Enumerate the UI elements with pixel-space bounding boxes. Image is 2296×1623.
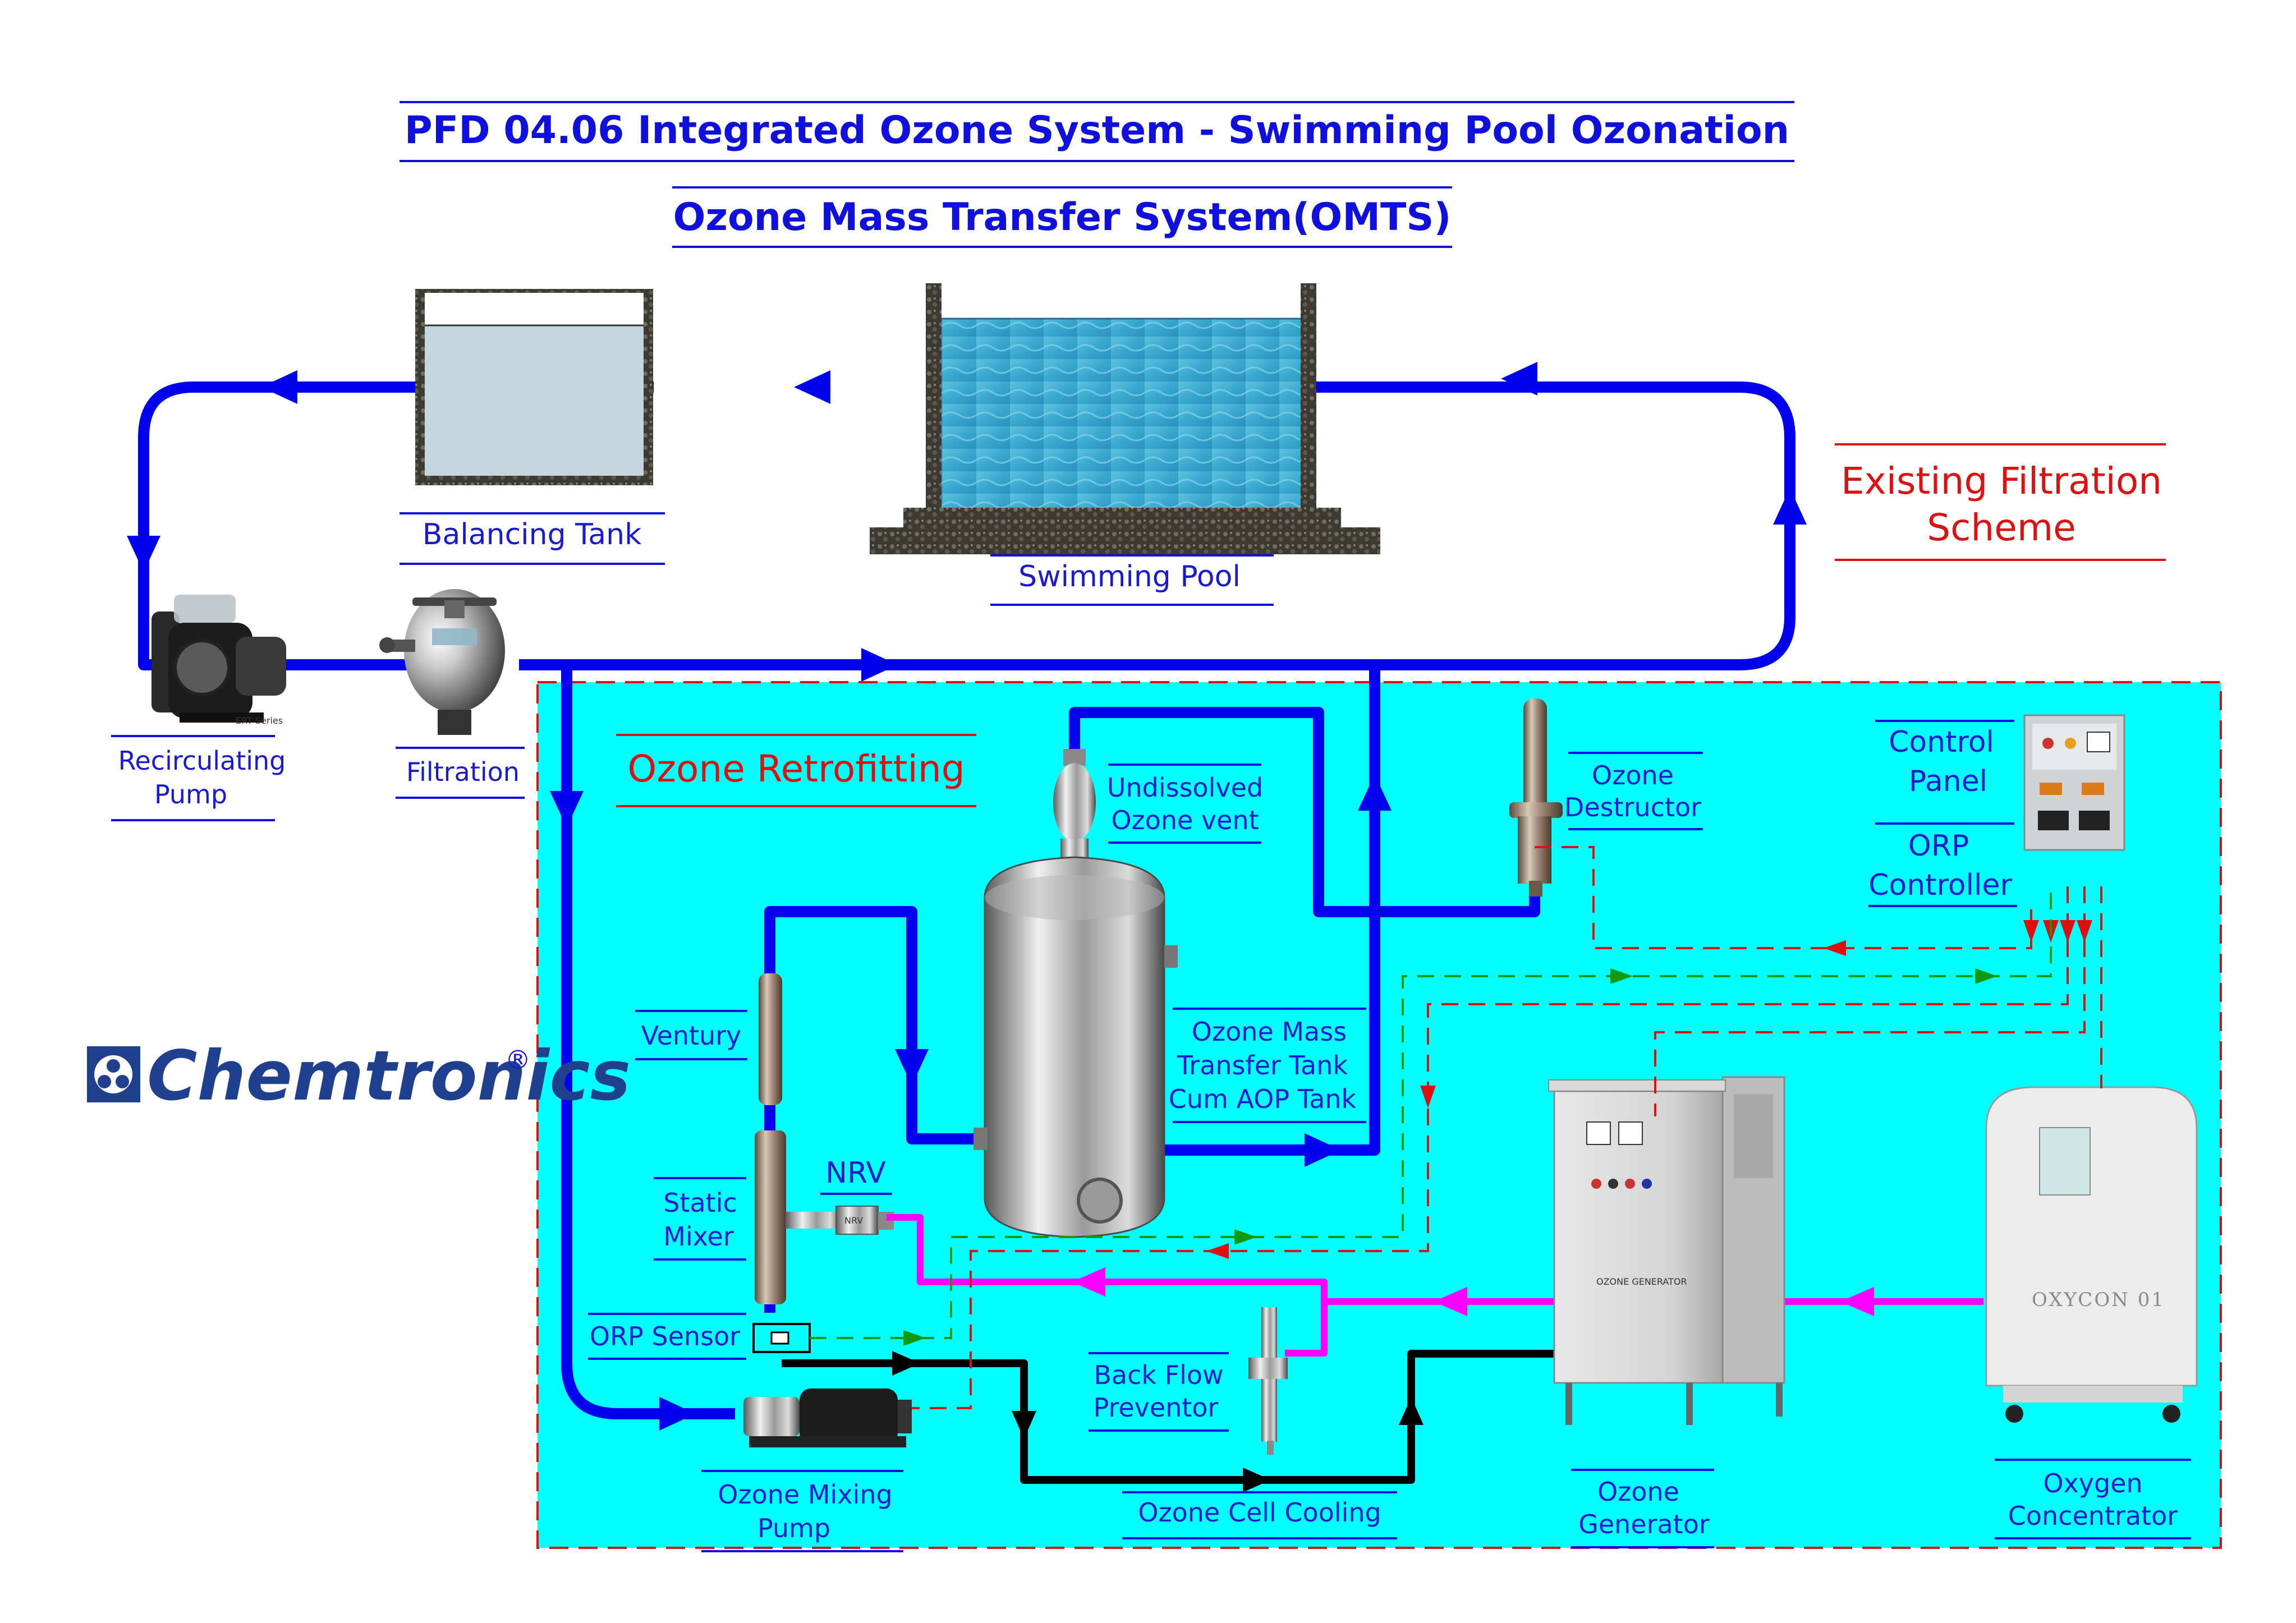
ozone-retrofitting-label: Ozone Retrofitting — [627, 747, 965, 790]
ozone-destructor-label-2: Destructor — [1564, 792, 1701, 822]
diagram-title-block: PFD 04.06 Integrated Ozone System - Swim… — [399, 101, 1794, 248]
ozone-destructor: Ozone Destructor — [1509, 698, 1703, 896]
orp-feedback-arrows — [903, 968, 1997, 1346]
swimming-pool-label: Swimming Pool — [1018, 560, 1241, 594]
existing-filtration-scheme-note: Existing Filtration Scheme — [1835, 443, 2166, 561]
sand-filter: Filtration — [379, 589, 525, 799]
back-flow-label-1: Back Flow — [1094, 1360, 1223, 1390]
ozone-loop-flow-arrows — [550, 774, 1392, 1431]
back-flow-label-2: Preventor — [1094, 1392, 1219, 1423]
diagram-title: PFD 04.06 Integrated Ozone System - Swim… — [405, 108, 1789, 153]
static-mixer-label-1: Static — [663, 1188, 737, 1218]
svg-text:ERT Series: ERT Series — [236, 715, 283, 726]
balancing-tank: Balancing Tank — [399, 289, 665, 565]
nrv-tag: NRV — [844, 1215, 863, 1226]
ozone-mixing-pump: Ozone Mixing Pump — [701, 1388, 912, 1552]
chemtronics-logo-registered: ® — [505, 1045, 531, 1075]
control-signal-lines — [912, 846, 2102, 1409]
ozone-mixing-pump-label-2: Pump — [757, 1513, 830, 1543]
diagram-subtitle: Ozone Mass Transfer System(OMTS) — [673, 195, 1452, 240]
ozone-generator: OZONE GENERATOR Ozone Generator — [1548, 1076, 1785, 1548]
oxygen-concentrator-label-2: Concentrator — [2008, 1501, 2178, 1531]
oxycon-brand-text: OXYCON 01 — [2032, 1289, 2165, 1311]
ozone-generator-label-2: Generator — [1578, 1509, 1710, 1539]
undissolved-vent-label-2: Ozone vent — [1111, 805, 1259, 835]
nrv-valve: NRV NRV — [820, 1156, 894, 1235]
ozone-destructor-label-1: Ozone — [1592, 760, 1674, 790]
venturi: Ventury — [635, 973, 782, 1105]
ozone-mass-transfer-tank: Ozone Mass Transfer Tank Cum AOP Tank — [973, 749, 1366, 1238]
omt-tank-label-3: Cum AOP Tank — [1169, 1084, 1357, 1114]
orp-sensor: ORP Sensor — [588, 1313, 811, 1360]
filtration-flow-arrows — [127, 362, 1807, 682]
orp-sensor-label: ORP Sensor — [590, 1321, 740, 1351]
swimming-pool: Swimming Pool — [870, 283, 1380, 606]
orp-feedback-signal-lines — [810, 886, 2052, 1339]
undissolved-ozone-vent-note: Undissolved Ozone vent — [1107, 764, 1263, 844]
orp-controller-label-1: ORP — [1908, 829, 1969, 863]
control-panel-label-2: Panel — [1909, 765, 1987, 798]
omt-tank-label-1: Ozone Mass — [1192, 1017, 1347, 1047]
gas-flow-arrows — [1072, 1267, 1874, 1316]
ozone-cell-cooling-label: Ozone Cell Cooling — [1138, 1497, 1381, 1528]
ozone-generator-label-1: Ozone — [1597, 1477, 1679, 1507]
chemtronics-logo: Chemtronics ® — [87, 1036, 631, 1116]
existing-filtration-label-2: Scheme — [1927, 506, 2076, 549]
static-mixer-label-2: Mixer — [663, 1221, 734, 1252]
oxygen-concentrator-label-1: Oxygen — [2043, 1468, 2142, 1498]
generator-plate-text: OZONE GENERATOR — [1596, 1276, 1687, 1287]
static-mixer: Static Mixer — [654, 1130, 842, 1304]
recirculating-pump-label-2: Pump — [154, 779, 227, 810]
filtration-label: Filtration — [406, 757, 520, 787]
cooling-flow-arrows — [892, 1351, 1423, 1492]
existing-filtration-label-1: Existing Filtration — [1841, 459, 2162, 503]
back-flow-preventor: Back Flow Preventor — [1089, 1307, 1288, 1455]
undissolved-vent-label-1: Undissolved — [1107, 773, 1263, 803]
ozone-retrofitting-note: Ozone Retrofitting — [616, 734, 976, 807]
oxygen-concentrator: OXYCON 01 Oxygen Concentrator — [1985, 1086, 2198, 1539]
existing-filtration-piping — [138, 381, 1796, 670]
control-signal-arrows — [1206, 920, 2092, 1259]
chemtronics-logo-text: Chemtronics — [147, 1036, 631, 1116]
recirculating-pump: ERT Series Recirculating Pump — [111, 595, 286, 821]
ozone-cell-cooling-piping — [782, 1350, 1554, 1484]
balancing-tank-label: Balancing Tank — [423, 518, 641, 551]
omt-tank-label-2: Transfer Tank — [1177, 1050, 1348, 1081]
recirculating-pump-label-1: Recirculating — [118, 746, 286, 776]
control-panel-label-1: Control — [1889, 725, 1994, 759]
venturi-label: Ventury — [641, 1020, 742, 1051]
control-panel: Control Panel ORP Controller — [1868, 714, 2125, 907]
ozone-mixing-pump-label-1: Ozone Mixing — [718, 1479, 892, 1510]
orp-controller-label-2: Controller — [1868, 868, 2012, 902]
nrv-label: NRV — [825, 1156, 886, 1190]
